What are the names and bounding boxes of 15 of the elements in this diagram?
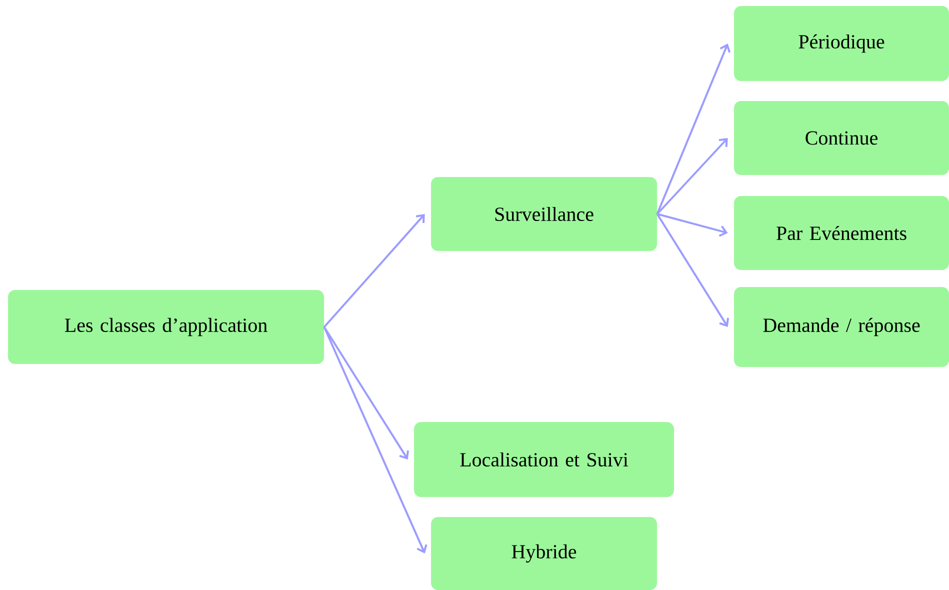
arrow	[656, 44, 730, 214]
arrow	[323, 214, 425, 328]
category-box: Hybride	[431, 517, 657, 590]
category-box: Les classes d’application	[8, 290, 324, 364]
category-box: Localisation et Suivi	[414, 422, 674, 497]
arrow	[323, 326, 409, 460]
category-box: Continue	[734, 101, 949, 175]
category-box: Surveillance	[431, 177, 657, 251]
arrow	[656, 213, 728, 237]
category-box: Demande / réponse	[734, 287, 949, 367]
arrow	[323, 326, 428, 554]
category-box: Périodique	[734, 6, 949, 81]
arrow	[656, 138, 728, 215]
category-box: Par Evénements	[734, 196, 949, 270]
arrow	[656, 213, 730, 327]
